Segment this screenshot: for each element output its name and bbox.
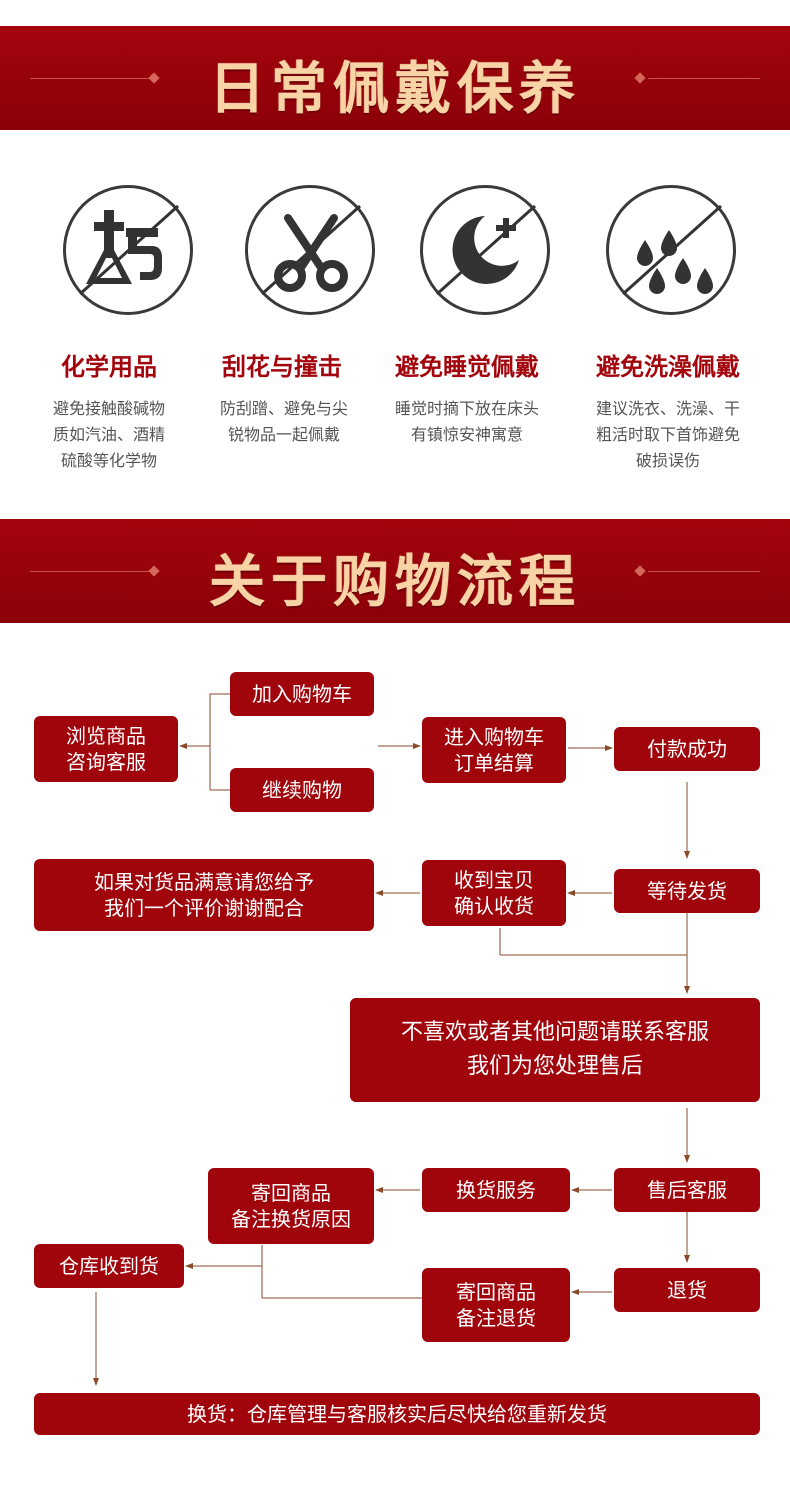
care-section-title: 日常佩戴保养 — [209, 56, 581, 122]
flow-send-back-exchange: 寄回商品备注换货原因 — [208, 1168, 374, 1244]
care-desc-bath: 建议洗衣、洗澡、干 粗活时取下首饰避免 破损误伤 — [595, 399, 740, 470]
flow-payment-success: 付款成功 — [614, 727, 760, 771]
flow-section-title: 关于购物流程 — [209, 549, 581, 615]
flow-exchange-service: 换货服务 — [422, 1168, 570, 1212]
flow-banner: 关于购物流程 — [0, 519, 790, 623]
flow-rate-request: 如果对货品满意请您给予我们一个评价谢谢配合 — [34, 859, 374, 931]
flow-received: 收到宝贝确认收货 — [422, 860, 566, 926]
scissors-icon — [245, 185, 375, 315]
care-desc-chemical: 避免接触酸碱物 质如汽油、酒精 硫酸等化学物 — [52, 399, 165, 470]
flow-browse: 浏览商品咨询客服 — [34, 716, 178, 782]
care-title-bath: 避免洗澡佩戴 — [596, 353, 740, 381]
flow-waiting-shipment: 等待发货 — [614, 869, 760, 913]
care-desc-scratch: 防刮蹭、避免与尖 锐物品一起佩戴 — [219, 399, 348, 444]
flow-return: 退货 — [614, 1268, 760, 1312]
flow-final-reship: 换货：仓库管理与客服核实后尽快给您重新发货 — [34, 1393, 760, 1435]
flow-add-cart: 加入购物车 — [230, 672, 374, 716]
chemical-flask-icon — [63, 185, 193, 315]
care-desc-sleep: 睡觉时摘下放在床头 有镇惊安神寓意 — [394, 399, 539, 444]
care-title-sleep: 避免睡觉佩戴 — [395, 353, 539, 381]
flow-send-back-return: 寄回商品备注退货 — [422, 1268, 570, 1342]
flow-warehouse-received: 仓库收到货 — [34, 1244, 184, 1288]
flow-continue-shopping: 继续购物 — [230, 768, 374, 812]
moon-star-icon — [420, 185, 550, 315]
flow-enter-cart: 进入购物车订单结算 — [422, 717, 566, 783]
flow-after-sales: 售后客服 — [614, 1168, 760, 1212]
care-title-scratch: 刮花与撞击 — [222, 353, 342, 381]
flow-contact-service: 不喜欢或者其他问题请联系客服我们为您处理售后 — [350, 998, 760, 1102]
water-drops-icon — [606, 185, 736, 315]
care-banner: 日常佩戴保养 — [0, 26, 790, 130]
care-title-chemical: 化学用品 — [61, 353, 157, 381]
